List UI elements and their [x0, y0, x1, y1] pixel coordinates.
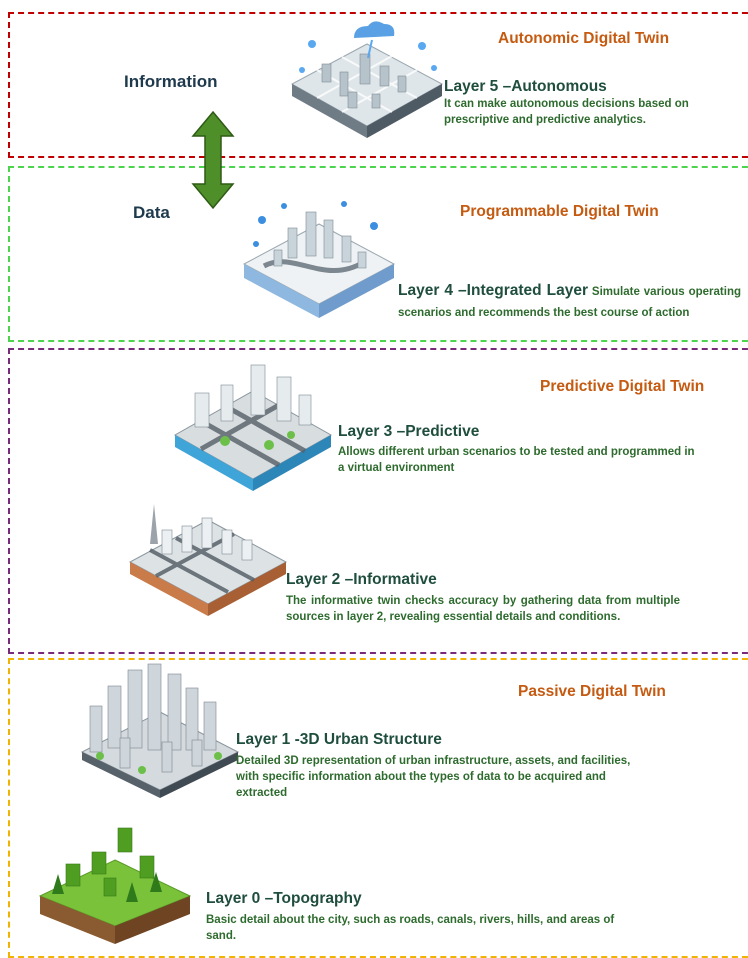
layer-3-desc: Allows different urban scenarios to be t… — [338, 446, 695, 474]
layer-2-title: Layer 2 –Informative — [286, 571, 437, 588]
section-predictive — [8, 348, 748, 654]
topography-illustration — [38, 827, 192, 944]
layer-4-desc: Simulate various operating scenarios and… — [398, 286, 741, 319]
predictive-city-illustration — [173, 364, 333, 491]
autonomous-city-illustration — [290, 21, 444, 138]
layer-4-title: Layer 4 –Integrated Layer — [398, 282, 588, 299]
section-title-programmable: Programmable Digital Twin — [460, 203, 659, 220]
layer-1-desc: Detailed 3D representation of urban infr… — [236, 755, 631, 799]
information-label: Information — [124, 72, 218, 91]
section-title-predictive: Predictive Digital Twin — [540, 378, 705, 395]
informative-city-illustration — [128, 504, 288, 616]
section-autonomic — [8, 12, 748, 158]
layer-2-desc: The informative twin checks accuracy by … — [286, 595, 680, 623]
layer-0-desc: Basic detail about the city, such as roa… — [206, 914, 615, 942]
double-arrow-icon — [191, 110, 235, 210]
urban-structure-illustration — [80, 663, 240, 798]
integrated-city-illustration — [242, 201, 396, 318]
layer-1-title: Layer 1 -3D Urban Structure — [236, 731, 442, 748]
layer-0-title: Layer 0 –Topography — [206, 890, 362, 907]
section-title-passive: Passive Digital Twin — [518, 683, 666, 700]
layer-4-block: Layer 4 –Integrated Layer Simulate vario… — [398, 280, 741, 324]
layer-5-desc: It can make autonomous decisions based o… — [444, 98, 689, 126]
layer-5-title: Layer 5 –Autonomous — [444, 78, 607, 95]
section-programmable — [8, 166, 748, 342]
section-title-autonomic: Autonomic Digital Twin — [498, 30, 670, 47]
layer-3-title: Layer 3 –Predictive — [338, 423, 480, 440]
data-label: Data — [133, 203, 170, 222]
